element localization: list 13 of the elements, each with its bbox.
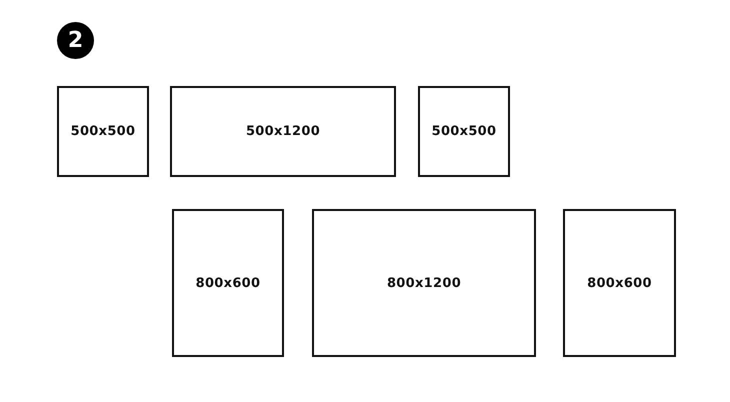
size-box xyxy=(172,209,284,357)
size-box xyxy=(418,86,510,177)
size-label: 500x500 xyxy=(432,124,496,139)
size-label: 500x1200 xyxy=(246,124,320,139)
size-box xyxy=(170,86,396,177)
size-label: 500x500 xyxy=(70,124,136,139)
size-label: 800x600 xyxy=(587,276,652,290)
size-label: 800x1200 xyxy=(386,276,462,290)
step-number-badge: 2 xyxy=(57,22,94,59)
size-box xyxy=(563,209,676,357)
size-box xyxy=(57,86,149,177)
size-box xyxy=(312,209,536,357)
size-label: 800x600 xyxy=(196,276,260,290)
